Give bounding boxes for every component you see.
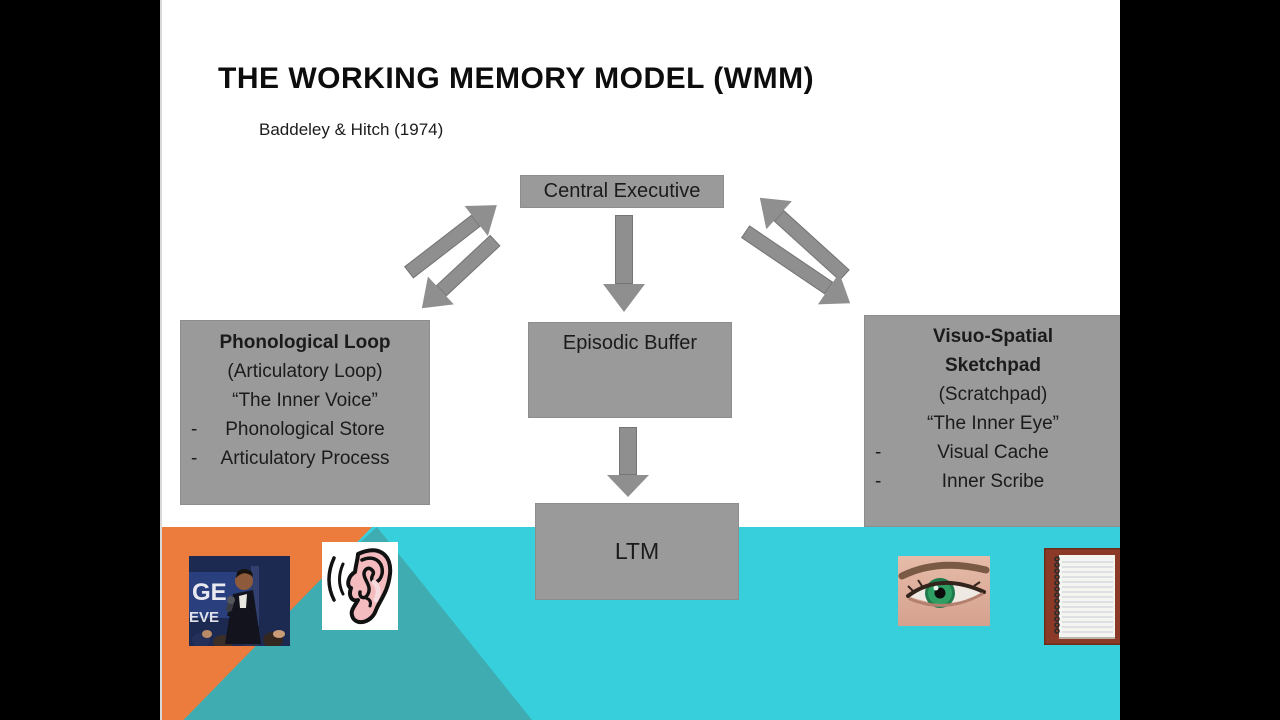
box-line: (Articulatory Loop) <box>227 361 383 382</box>
episodic-buffer-label: Episodic Buffer <box>562 332 698 354</box>
dash-bullet: - <box>191 448 198 469</box>
dash-bullet: - <box>191 419 198 440</box>
episodic-buffer-box: Episodic Buffer <box>528 322 732 418</box>
eye-photo <box>898 556 990 626</box>
box-line-text: Visual Cache <box>937 442 1049 463</box>
box-line-text: Phonological Store <box>225 419 385 440</box>
box-line: Visuo-Spatial <box>932 326 1053 347</box>
phonological-loop-box: Phonological Loop (Articulatory Loop) “The… <box>180 320 430 505</box>
box-line: - Articulatory Process <box>181 444 429 473</box>
ltm-box: LTM <box>535 503 739 600</box>
slide: THE WORKING MEMORY MODEL (WMM) Baddeley … <box>160 0 1120 720</box>
box-line-text: Inner Scribe <box>941 471 1045 492</box>
slide-title: THE WORKING MEMORY MODEL (WMM) <box>218 62 815 95</box>
letterbox-left <box>0 0 160 720</box>
svg-text:GE: GE <box>192 579 227 606</box>
box-line: - Phonological Store <box>181 415 429 444</box>
central-executive-box: Central Executive <box>520 175 724 208</box>
notepad-photo <box>1044 548 1120 645</box>
box-line: “The Inner Eye” <box>927 413 1059 434</box>
box-line: - Inner Scribe <box>865 467 1120 496</box>
box-line: - Visual Cache <box>865 438 1120 467</box>
box-line: Sketchpad <box>944 355 1042 376</box>
speaker-photo: GE EVE <box>189 556 290 646</box>
ear-clipart <box>322 542 398 630</box>
dash-bullet: - <box>875 471 882 492</box>
box-line: “The Inner Voice” <box>232 390 378 411</box>
letterbox-right <box>1120 0 1280 720</box>
slide-subtitle: Baddeley & Hitch (1974) <box>259 120 444 139</box>
box-line: (Scratchpad) <box>938 384 1048 405</box>
svg-text:EVE: EVE <box>189 609 219 626</box>
dash-bullet: - <box>875 442 882 463</box>
ltm-label: LTM <box>614 538 660 564</box>
central-executive-label: Central Executive <box>543 180 701 202</box>
box-line-text: Articulatory Process <box>220 448 390 469</box>
box-line: Phonological Loop <box>219 332 391 353</box>
